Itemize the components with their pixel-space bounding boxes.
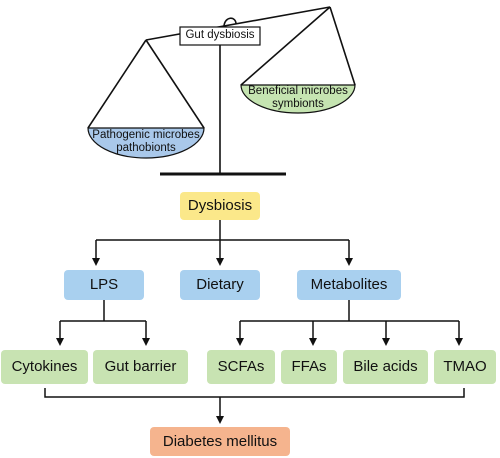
bile-acids-box: Bile acids [343,350,428,384]
scfas-box: SCFAs [207,350,275,384]
lps-box: LPS [64,270,144,300]
gut-barrier-box: Gut barrier [93,350,188,384]
tmao-box: TMAO [434,350,496,384]
right-pan-string-left [240,6,331,86]
ffas-box: FFAs [281,350,337,384]
left-pan [87,127,205,159]
scale-beam [145,6,331,41]
right-pan-label: Beneficial microbes symbionts [248,84,348,110]
dysbiosis-box: Dysbiosis [180,192,260,220]
diabetes-mellitus-box: Diabetes mellitus [150,427,290,456]
left-pan-string-right [145,39,205,129]
metabolites-box: Metabolites [297,270,401,300]
left-pan-string-left [87,39,147,129]
cytokines-box: Cytokines [1,350,88,384]
right-pan-string-right [329,6,356,86]
scale-top-hook [223,17,237,27]
left-pan-label: Pathogenic microbes pathobionts [92,128,200,154]
balance-scale-icon [87,6,356,176]
scale-title: Gut dysbiosis [185,29,255,42]
scale-title-box [179,26,261,46]
bottom-bracket [44,388,465,398]
right-pan [240,84,356,114]
dietary-box: Dietary [180,270,260,300]
